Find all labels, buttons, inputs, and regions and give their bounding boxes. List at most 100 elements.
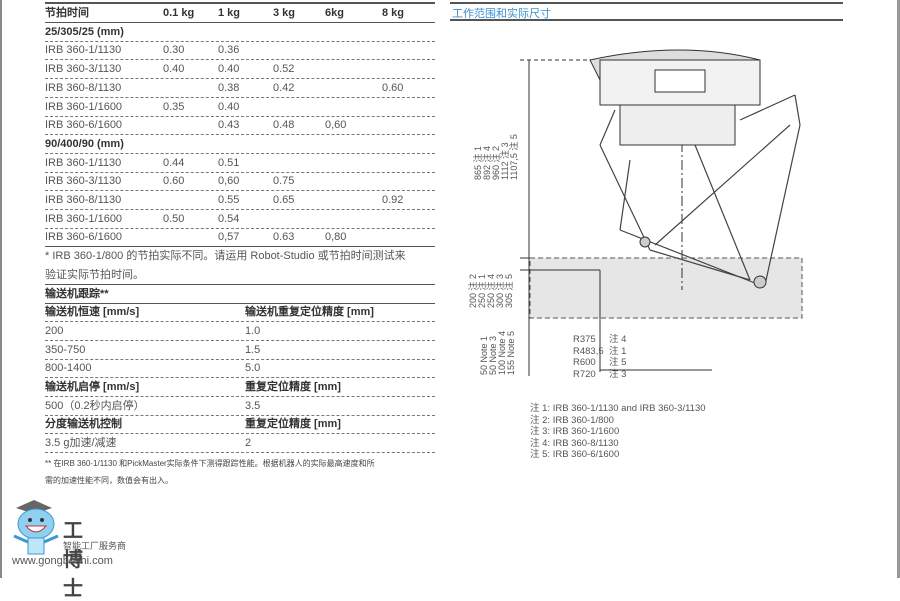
footnote: * IRB 360-1/800 的节拍实际不同。请运用 Robot-Studio… bbox=[45, 247, 435, 265]
table-row: IRB 360-1/1130 0.30 0.36 bbox=[45, 41, 435, 61]
radius-note: 注 4 bbox=[609, 334, 627, 345]
table-cell: IRB 360-3/1130 bbox=[45, 175, 122, 188]
table-row: IRB 360-1/1600 0.50 0.54 bbox=[45, 210, 435, 229]
table-cell: 重复定位精度 [mm] bbox=[245, 381, 341, 393]
table-cell: IRB 360-1/1130 bbox=[45, 44, 122, 57]
table-cell: IRB 360-1/1130 bbox=[45, 156, 122, 169]
table-cell: IRB 360-8/1130 bbox=[45, 194, 122, 206]
table-cell: 3.5 bbox=[245, 399, 261, 412]
footnote-line: 需的加速性能不同，数值会有出入。 bbox=[45, 475, 173, 485]
radius-value: R483,5 bbox=[573, 345, 604, 357]
model-note: 注 4: IRB 360-8/1130 bbox=[530, 437, 619, 449]
conveyor-row: 800-1400 5.0 bbox=[45, 359, 435, 379]
radius-value: R600 bbox=[573, 357, 596, 368]
conveyor-header-row: 分度输送机控制 重复定位精度 [mm] bbox=[45, 415, 435, 435]
table-cell: 0,57 bbox=[218, 231, 240, 244]
table-row: IRB 360-6/1600 0,57 0.63 0,80 bbox=[45, 228, 435, 248]
height-label: 1107,5 注 5 bbox=[509, 134, 519, 180]
logo-tagline: 智能工厂服务商 bbox=[63, 541, 127, 551]
table-cell: 0.48 bbox=[273, 119, 295, 132]
model-note: 注 2: IRB 360-1/800 bbox=[530, 414, 614, 426]
table-row: IRB 360-1/1130 0.44 0.51 bbox=[45, 154, 435, 173]
model-note: 注 5: IRB 360-6/1600 bbox=[530, 449, 620, 460]
group-label: 25/305/25 (mm) bbox=[45, 25, 124, 38]
page-edge-left bbox=[0, 0, 2, 578]
table-cell: 800-1400 bbox=[45, 362, 92, 375]
radius-note: 注 1 bbox=[609, 345, 627, 357]
table-cell: 5.0 bbox=[245, 362, 261, 375]
table-cell: 重复定位精度 [mm] bbox=[245, 418, 341, 431]
model-note: 注 3: IRB 360-1/1600 bbox=[530, 426, 620, 437]
page-edge-right bbox=[897, 0, 900, 578]
table-cell: IRB 360-1/1600 bbox=[45, 100, 123, 113]
table-cell: 2 bbox=[245, 437, 252, 450]
model-notes: 注 1: IRB 360-1/1130 and IRB 360-3/1130 注… bbox=[530, 403, 706, 461]
table-cell: 1.0 bbox=[245, 324, 261, 337]
diagram-title: 工作范围和实际尺寸 bbox=[452, 8, 551, 20]
conveyor-footnote: ** 在IRB 360-1/1130 和PickMaster实际条件下测得跟踪性… bbox=[45, 455, 375, 489]
text: 输送机跟踪** bbox=[45, 287, 109, 300]
table-cell: 0.50 bbox=[163, 212, 185, 225]
group-header: 90/400/90 (mm) bbox=[45, 135, 435, 154]
table-cell: IRB 360-1/1600 bbox=[45, 212, 123, 225]
diagram-title-rule bbox=[450, 19, 843, 21]
model-note: 注 1: IRB 360-1/1130 and IRB 360-3/1130 bbox=[530, 403, 706, 414]
gongboshi-logo: 工博士 智能工厂服务商 www.gongboshi.com bbox=[8, 498, 126, 600]
table-cell: 0.30 bbox=[163, 44, 185, 57]
table-cell: 0.1 kg bbox=[163, 7, 195, 19]
table-cell: 3.5 g加速/减速 bbox=[45, 437, 117, 450]
table-cell: 0.40 bbox=[218, 100, 240, 113]
table-cell: IRB 360-6/1600 bbox=[45, 231, 123, 244]
workspace-area bbox=[529, 257, 803, 319]
table-cell: 0,60 bbox=[218, 175, 240, 188]
table-cell: 0.52 bbox=[273, 63, 295, 76]
table-cell: 节拍时间 bbox=[45, 7, 89, 19]
table-cell: 3 kg bbox=[273, 7, 296, 19]
mascot-icon bbox=[13, 500, 59, 555]
robot-workspace-diagram bbox=[520, 49, 803, 376]
table-cell: 0.65 bbox=[273, 194, 295, 206]
conveyor-row: 500（0.2秒内启停） 3.5 bbox=[45, 397, 435, 416]
footnote-line: ** 在IRB 360-1/1130 和PickMaster实际条件下测得跟踪性… bbox=[45, 458, 375, 468]
conveyor-header-row: 输送机启停 [mm/s] 重复定位精度 [mm] bbox=[45, 378, 435, 397]
table-cell: 分度输送机控制 bbox=[45, 418, 122, 431]
table-cell: 6kg bbox=[325, 7, 344, 19]
table-cell: 输送机启停 [mm/s] bbox=[45, 381, 140, 393]
table-cell: 0.54 bbox=[218, 212, 240, 225]
table-cell: 0.63 bbox=[273, 231, 295, 244]
table-cell: 500（0.2秒内启停） bbox=[45, 399, 145, 412]
table-cell: 0.44 bbox=[163, 156, 185, 169]
table-cell: 0.60 bbox=[382, 81, 404, 94]
mid-label: 305 注 5 bbox=[504, 273, 514, 308]
table-cell: 0,60 bbox=[325, 119, 347, 132]
table-cell: 0.38 bbox=[218, 81, 240, 94]
table-top-rule bbox=[45, 2, 435, 4]
table-cell: 0,80 bbox=[325, 231, 347, 244]
group-header: 25/305/25 (mm) bbox=[45, 23, 435, 42]
table-cell: 输送机重复定位精度 [mm] bbox=[245, 306, 374, 319]
table-cell: IRB 360-8/1130 bbox=[45, 81, 122, 94]
table-cell: 0.36 bbox=[218, 44, 240, 57]
radius-value: R375 bbox=[573, 334, 596, 345]
conveyor-row: 200 1.0 bbox=[45, 322, 435, 341]
conveyor-row: 3.5 g加速/减速 2 bbox=[45, 434, 435, 454]
table-cell: 200 bbox=[45, 324, 64, 337]
table-cell: 0.51 bbox=[218, 156, 240, 169]
table-cell: 0.40 bbox=[163, 63, 185, 76]
table-cell: 350-750 bbox=[45, 343, 86, 356]
table-cell: 1.5 bbox=[245, 343, 261, 356]
table-row: IRB 360-8/1130 0.38 0.42 0.60 bbox=[45, 79, 435, 98]
table-cell: 0.42 bbox=[273, 81, 295, 94]
radius-note: 注 5 bbox=[609, 357, 627, 368]
conveyor-row: 350-750 1.5 bbox=[45, 341, 435, 360]
table-cell: 输送机恒速 [mm/s] bbox=[45, 306, 140, 319]
text: 验证实际节拍时间。 bbox=[45, 268, 144, 281]
text: * IRB 360-1/800 的节拍实际不同。请运用 Robot-Studio… bbox=[45, 250, 406, 263]
table-cell: IRB 360-6/1600 bbox=[45, 119, 123, 132]
table-cell: IRB 360-3/1130 bbox=[45, 63, 122, 76]
